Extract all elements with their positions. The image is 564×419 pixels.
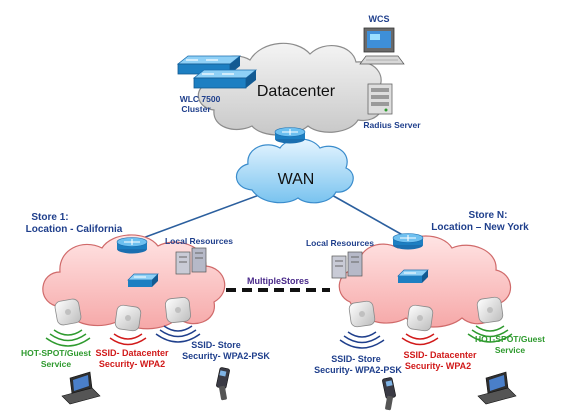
wlc-label-line2: Cluster bbox=[181, 104, 211, 114]
router-icon bbox=[392, 233, 424, 250]
ssid-store-left-line2: Security- WPA2-PSK bbox=[182, 351, 270, 361]
switch-icon bbox=[397, 269, 429, 283]
wcs-computer-icon bbox=[359, 27, 405, 65]
access-point-icon bbox=[348, 300, 376, 328]
access-point-icon bbox=[114, 304, 142, 332]
wifi-signal-red-icon bbox=[401, 333, 439, 346]
handheld-scanner-icon bbox=[382, 377, 396, 411]
store-right-location: Location – New York bbox=[431, 222, 529, 233]
ssid-store-left-line1: SSID- Store bbox=[191, 340, 241, 350]
wifi-signal-blue-icon bbox=[155, 325, 201, 343]
link-wan-store1 bbox=[131, 193, 263, 243]
wifi-signal-green-icon bbox=[467, 325, 513, 343]
access-point-icon bbox=[165, 297, 191, 323]
wifi-signal-blue-icon bbox=[339, 331, 385, 349]
handheld-scanner-icon bbox=[216, 367, 230, 401]
wcs-label: WCS bbox=[369, 14, 390, 24]
local-resources-servers-icon bbox=[175, 247, 207, 275]
ssid-store-right-line2: Security- WPA2-PSK bbox=[314, 365, 402, 375]
store-left-location: Location - California bbox=[26, 224, 123, 235]
router-icon bbox=[274, 127, 306, 144]
radius-label: Radius Server bbox=[363, 120, 421, 130]
multiple-stores-label: MultipleStores bbox=[247, 276, 309, 286]
laptop-icon bbox=[61, 371, 101, 405]
ssid-datacenter-right-line1: SSID- Datacenter bbox=[403, 350, 477, 360]
hotspot-left-line2: Service bbox=[41, 359, 72, 369]
wan-label: WAN bbox=[278, 171, 315, 188]
local-resources-right-label: Local Resources bbox=[306, 238, 374, 248]
access-point-icon bbox=[476, 296, 504, 324]
wlc-cluster-icon bbox=[176, 55, 258, 89]
access-point-icon bbox=[54, 298, 82, 326]
router-icon bbox=[116, 237, 148, 254]
switch-icon bbox=[127, 273, 159, 287]
wan-cloud bbox=[235, 138, 354, 204]
ssid-datacenter-left-line1: SSID- Datacenter bbox=[95, 348, 169, 358]
access-point-icon bbox=[406, 304, 434, 332]
laptop-icon bbox=[477, 371, 517, 405]
hotspot-left-line1: HOT-SPOT/Guest bbox=[21, 348, 91, 358]
local-resources-servers-icon bbox=[331, 251, 363, 279]
local-resources-left-label: Local Resources bbox=[165, 236, 233, 246]
wifi-signal-green-icon bbox=[45, 329, 91, 347]
hotspot-right-line1: HOT-SPOT/Guest bbox=[475, 334, 545, 344]
datacenter-label: Datacenter bbox=[257, 83, 336, 100]
store-left-title: Store 1: bbox=[31, 212, 68, 223]
store-right-title: Store N: bbox=[469, 210, 508, 221]
wifi-signal-red-icon bbox=[109, 333, 147, 346]
store-right-cloud bbox=[338, 235, 512, 328]
ssid-datacenter-left-line2: Security- WPA2 bbox=[99, 359, 165, 369]
link-wan-storeN bbox=[329, 193, 409, 239]
hotspot-right-line2: Service bbox=[495, 345, 526, 355]
wlc-label-line1: WLC 7500 bbox=[180, 94, 221, 104]
ssid-store-right-line1: SSID- Store bbox=[331, 354, 381, 364]
ssid-datacenter-right-line2: Security- WPA2 bbox=[405, 361, 471, 371]
radius-server-icon bbox=[367, 83, 393, 115]
